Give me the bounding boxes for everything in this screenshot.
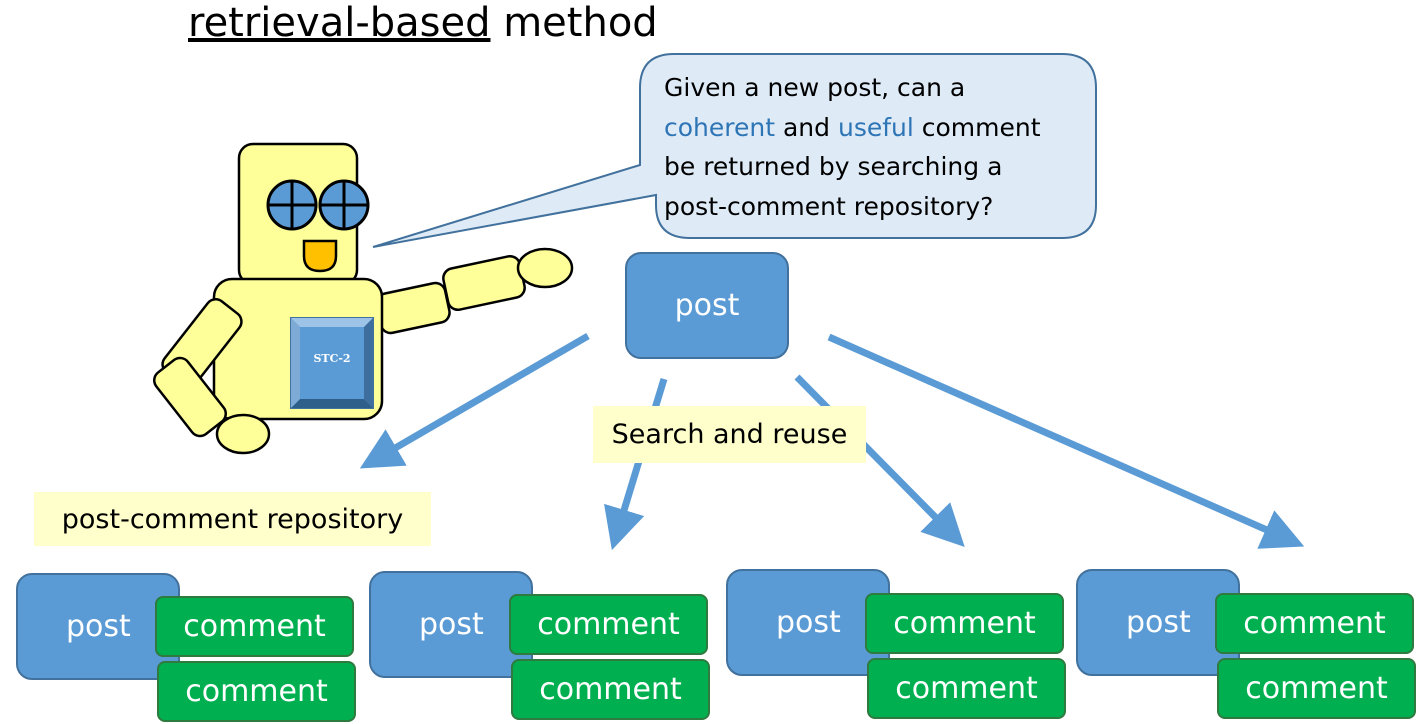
bubble-comment: comment bbox=[913, 112, 1041, 142]
repo-comment-box: comment bbox=[1217, 658, 1416, 719]
speech-bubble-text: Given a new post, can a coherent and use… bbox=[664, 68, 1084, 226]
bubble-useful: useful bbox=[837, 112, 914, 142]
repo-comment-box: comment bbox=[155, 596, 354, 657]
top-post-box: post bbox=[625, 252, 789, 359]
repo-comment-box: comment bbox=[511, 659, 710, 720]
repo-comment-box: comment bbox=[865, 593, 1064, 654]
repo-comment-box: comment bbox=[867, 658, 1066, 719]
repo-post-box: post bbox=[369, 571, 533, 678]
robot-chest-badge bbox=[290, 317, 374, 409]
robot-right-arm bbox=[375, 247, 574, 335]
bubble-coherent: coherent bbox=[664, 112, 776, 142]
bubble-line-4: post-comment repository? bbox=[664, 191, 994, 221]
repo-comment-box: comment bbox=[1215, 593, 1414, 654]
bubble-and: and bbox=[775, 112, 838, 142]
page-title: retrieval-based method bbox=[188, 0, 658, 46]
repo-post-box: post bbox=[16, 573, 180, 680]
robot-mouth bbox=[302, 239, 338, 273]
speech-bubble bbox=[372, 53, 1097, 248]
title-rest: method bbox=[490, 0, 658, 46]
title-underlined: retrieval-based bbox=[188, 0, 491, 46]
bubble-line-1: Given a new post, can a bbox=[664, 73, 966, 102]
post-comment-repository-label: post-comment repository bbox=[34, 492, 431, 546]
search-and-reuse-label: Search and reuse bbox=[593, 406, 866, 463]
repo-comment-box: comment bbox=[509, 594, 708, 655]
bubble-line-3: be returned by searching a bbox=[664, 152, 1003, 181]
robot-eyes bbox=[266, 179, 370, 231]
bubble-line-2: coherent and useful comment bbox=[664, 108, 1084, 148]
robot-left-arm bbox=[153, 298, 271, 455]
repo-comment-box: comment bbox=[157, 661, 356, 722]
robot-badge-label: STC-2 bbox=[313, 352, 351, 365]
